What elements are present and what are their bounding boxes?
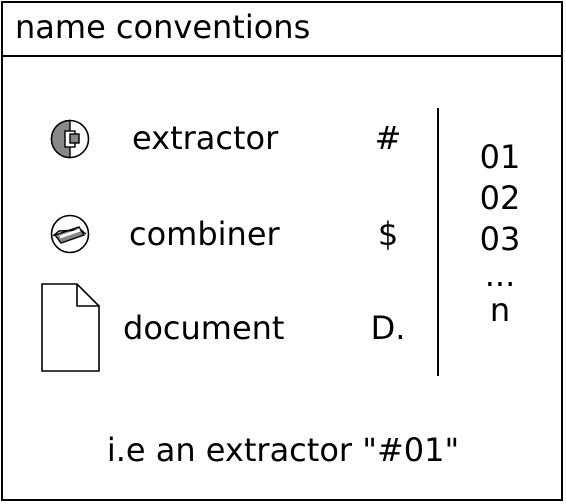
number-item: n [489, 291, 511, 329]
header-bar: name conventions [1, 1, 563, 57]
combiner-icon [50, 214, 90, 254]
example-text: i.e an extractor "#01" [106, 431, 460, 469]
legend-label-combiner: combiner [129, 215, 280, 253]
number-item: 02 [479, 179, 521, 217]
extractor-icon [50, 119, 90, 159]
legend-symbol-extractor: # [374, 119, 402, 157]
number-item: 03 [479, 220, 521, 258]
legend-symbol-combiner: $ [377, 215, 399, 253]
separator-line [437, 108, 439, 376]
page-title: name conventions [15, 8, 311, 46]
document-icon [41, 283, 100, 372]
legend-label-document: document [123, 309, 285, 347]
legend-label-extractor: extractor [132, 119, 279, 157]
number-item: ... [484, 256, 516, 294]
number-item: 01 [479, 138, 521, 176]
numbering-list: 01 02 03 ... n [460, 137, 540, 331]
legend-symbol-document: D. [370, 309, 406, 347]
